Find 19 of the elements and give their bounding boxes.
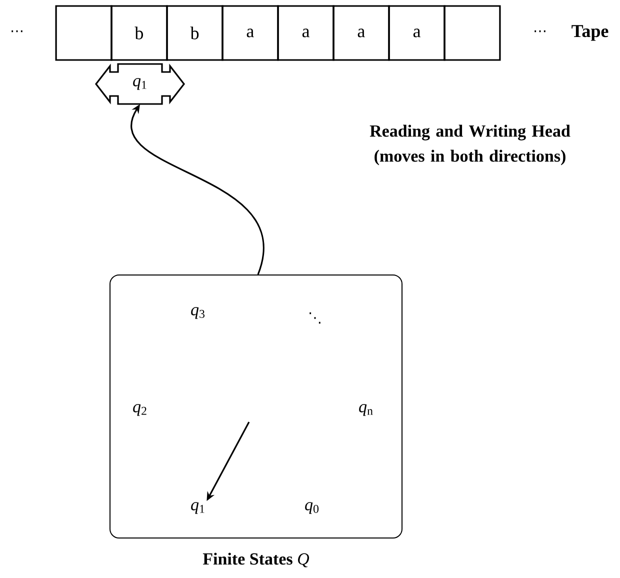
tape-cell: a — [388, 5, 446, 61]
tape-cell: a — [332, 5, 390, 61]
tape-cell: b — [166, 5, 224, 61]
ellipsis: ⋯ — [12, 30, 22, 32]
tape-label: Tape — [572, 25, 608, 41]
head-caption: Reading and Writing Head (moves in both directions) — [370, 124, 570, 166]
state-label: q$_{1}$ — [191, 502, 204, 514]
state-label: q$_{3}$ — [191, 307, 205, 319]
state-label: q$_{2}$ — [133, 404, 146, 416]
tape-cell — [55, 5, 112, 61]
tape-cell: a — [222, 5, 279, 61]
tape-cell: b — [110, 5, 168, 61]
ellipsis: ⋯ — [534, 30, 546, 32]
node-label: Finite States Q — [202, 552, 310, 568]
tape-cell — [444, 5, 501, 61]
state-label: q$_{0}$ — [305, 502, 319, 514]
tape-cell: a — [277, 5, 334, 61]
ellipsis: ⋱ — [310, 312, 320, 324]
state-label: q$_{n}$ — [359, 404, 373, 416]
